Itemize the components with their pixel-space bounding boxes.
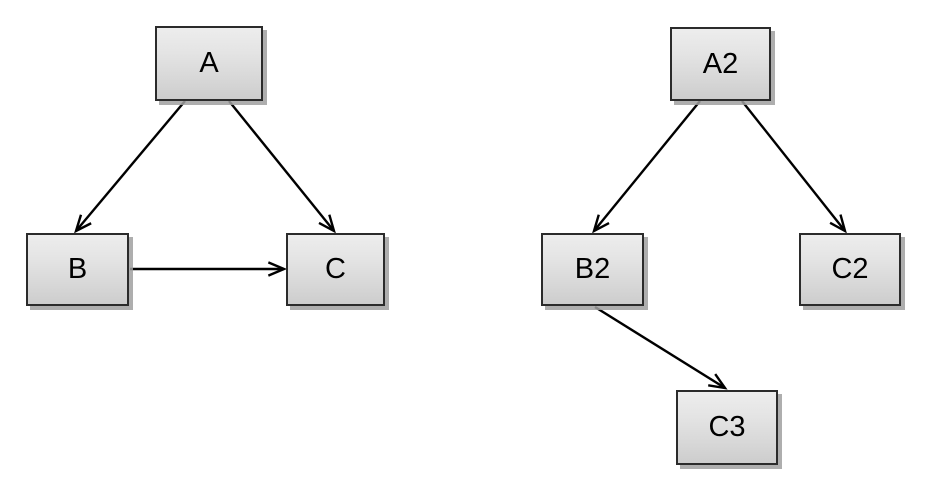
node-label: B: [67, 253, 88, 285]
arrowhead-icon: [592, 214, 610, 234]
node-label: C2: [831, 253, 869, 285]
node-a2[interactable]: A2: [670, 27, 771, 101]
arrowhead-icon: [74, 214, 92, 234]
node-label: A: [199, 47, 219, 79]
arrowhead-icon: [318, 214, 336, 234]
edge-line: [228, 100, 335, 232]
edge-line: [594, 305, 726, 390]
node-c[interactable]: C: [286, 233, 385, 306]
node-label: B2: [574, 253, 611, 285]
edge-a-to-b: [74, 100, 186, 234]
node-c3[interactable]: C3: [676, 390, 778, 465]
edge-a2-to-c2: [741, 100, 847, 234]
node-label: A2: [702, 47, 739, 80]
node-label: C3: [708, 411, 746, 443]
node-b[interactable]: B: [26, 233, 129, 306]
node-c2[interactable]: C2: [799, 233, 901, 306]
node-a[interactable]: A: [155, 26, 263, 101]
edge-line: [75, 100, 186, 232]
edge-line: [741, 100, 846, 232]
edge-line: [593, 100, 701, 232]
edge-b-to-c: [130, 261, 288, 277]
arrowhead-icon: [267, 261, 288, 277]
edge-a-to-c: [228, 100, 336, 234]
arrowhead-icon: [829, 214, 847, 234]
edge-a2-to-b2: [592, 100, 701, 234]
node-b2[interactable]: B2: [541, 233, 644, 306]
edge-b2-to-c3: [594, 305, 728, 390]
arrowhead-icon: [708, 373, 728, 390]
node-label: C: [325, 253, 346, 285]
